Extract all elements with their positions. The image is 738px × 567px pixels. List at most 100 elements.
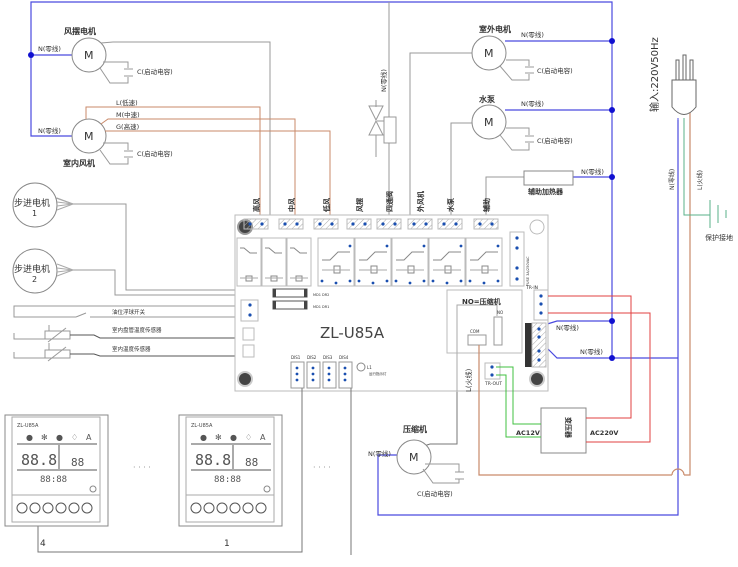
panel-mode-icon: A [86,433,92,442]
stepper1-label: 步进电机 [14,197,50,209]
panel-button[interactable] [216,502,228,514]
relay-block [286,237,312,287]
heater-neutral-label: N(零线) [581,167,604,176]
display-cables [37,388,352,555]
stepper2-num: 2 [32,275,37,284]
relay-label: 高风 [252,198,261,212]
outdoor-cap-label: C(启动电容) [537,66,573,75]
low-speed-label: L(低速) [116,98,138,107]
coil-temp-sensor [13,325,237,343]
compressor-label: 压缩机 [403,424,427,434]
display-port-label: DIS3 [323,355,333,360]
room-temp-sensor [13,343,237,362]
panel-timer-display: 88:88 [40,475,67,485]
mid-speed-label: M(中速) [116,110,140,119]
plug-live-label: L(火线) [696,170,704,190]
panel-mode-icon: ● [230,433,237,442]
live-wire [478,110,691,476]
valve-neutral-label: N(零线) [379,69,388,92]
ac220v-wires [548,295,651,443]
relay-block [354,237,392,287]
panel-button[interactable] [255,502,267,514]
stepper-motor-1 [12,182,237,291]
relay-terminal [243,218,269,230]
outdoor-neutral-label: N(零线) [521,30,544,39]
water-pump-symbol: M [484,116,494,129]
panel-left-number: 4 [40,539,46,549]
outdoor-motor-symbol: M [484,47,494,60]
panel-button[interactable] [68,502,80,514]
display-port [290,361,305,389]
led-label: L1 [367,365,372,370]
relay-label: 风摆 [355,198,364,212]
compressor-relay-box [446,289,523,392]
relay-blocks [236,237,503,287]
board-neutral-label-1: N(零线) [556,323,579,332]
relay-block [465,237,503,287]
display-port [322,361,337,389]
panel-right-number: 1 [224,539,230,549]
indoor-cap-label: C(启动电容) [137,149,173,158]
no-label: NO [497,310,503,315]
led-desc: 运行指示灯 [369,371,387,376]
pump-cap-label: C(启动电容) [537,136,573,145]
power-input-label: 输入:220V50Hz [648,37,661,112]
swing-motor [71,37,271,215]
md-conn2-label: MD1 DR1 [313,305,329,309]
compressor-cap-label: C(启动电容) [417,489,453,498]
swing-motor-symbol: M [84,49,94,62]
compressor [396,392,464,484]
indoor-fan-label: 室内风机 [63,158,95,168]
panel-button[interactable] [190,502,202,514]
stepper2-label: 步进电机 [14,263,50,275]
panel-temp-display: 88.8 [195,451,231,469]
display-ports [290,361,353,389]
water-pump [450,104,534,215]
ac12v-wires [496,366,541,438]
room-temp-label: 室内温度传感器 [112,345,151,353]
panel-button[interactable] [203,502,215,514]
relay-label: 四通阀 [385,191,394,212]
power-plug-icon [671,54,697,115]
panel-timer-display: 88:88 [214,475,241,485]
panel-mode-icon: ♢ [245,433,252,442]
relay-terminal [313,218,339,230]
panel-mode-icon: A [260,433,266,442]
panel-button[interactable] [229,502,241,514]
transformer [540,407,587,454]
panel-button[interactable] [16,502,28,514]
aux-heater [485,170,574,215]
water-pump-label: 水泵 [478,94,495,104]
compressor-neutral-label: N(零线) [368,449,391,458]
ground-icon [709,200,727,228]
indoor-fan-motor [71,106,331,215]
ellipsis-left: · · · · [133,463,151,472]
relay-terminals [243,218,499,230]
tr-out-label: TR-OUT [484,381,502,387]
panel-button[interactable] [81,502,93,514]
panel-button[interactable] [42,502,54,514]
panel-button[interactable] [29,502,41,514]
tr-in-terminal [533,289,549,321]
float-switch-label: 油位浮球开关 [112,308,146,316]
tr-in-label: TR-IN [525,285,538,291]
compressor-symbol: M [409,451,419,464]
swing-cap-label: C(启动电容) [137,67,173,76]
plug-wires [677,118,710,358]
panel-mode-icon: ♢ [71,433,78,442]
no-box-title: NO=压缩机 [462,297,501,306]
panel-mode-icon: ● [56,433,63,442]
panel-button[interactable] [242,502,254,514]
panel-model: ZL-U85A [17,423,39,429]
relay-block [391,237,429,287]
relay-terminal [346,218,372,230]
display-port [338,361,353,389]
panel-button[interactable] [55,502,67,514]
indoor-fan-symbol: M [84,130,94,143]
panel-humidity-display: 88 [71,456,84,469]
tr-out-terminal [484,362,501,380]
four-way-valve-icon [368,100,397,157]
ac220v-label: AC220V [590,429,618,437]
